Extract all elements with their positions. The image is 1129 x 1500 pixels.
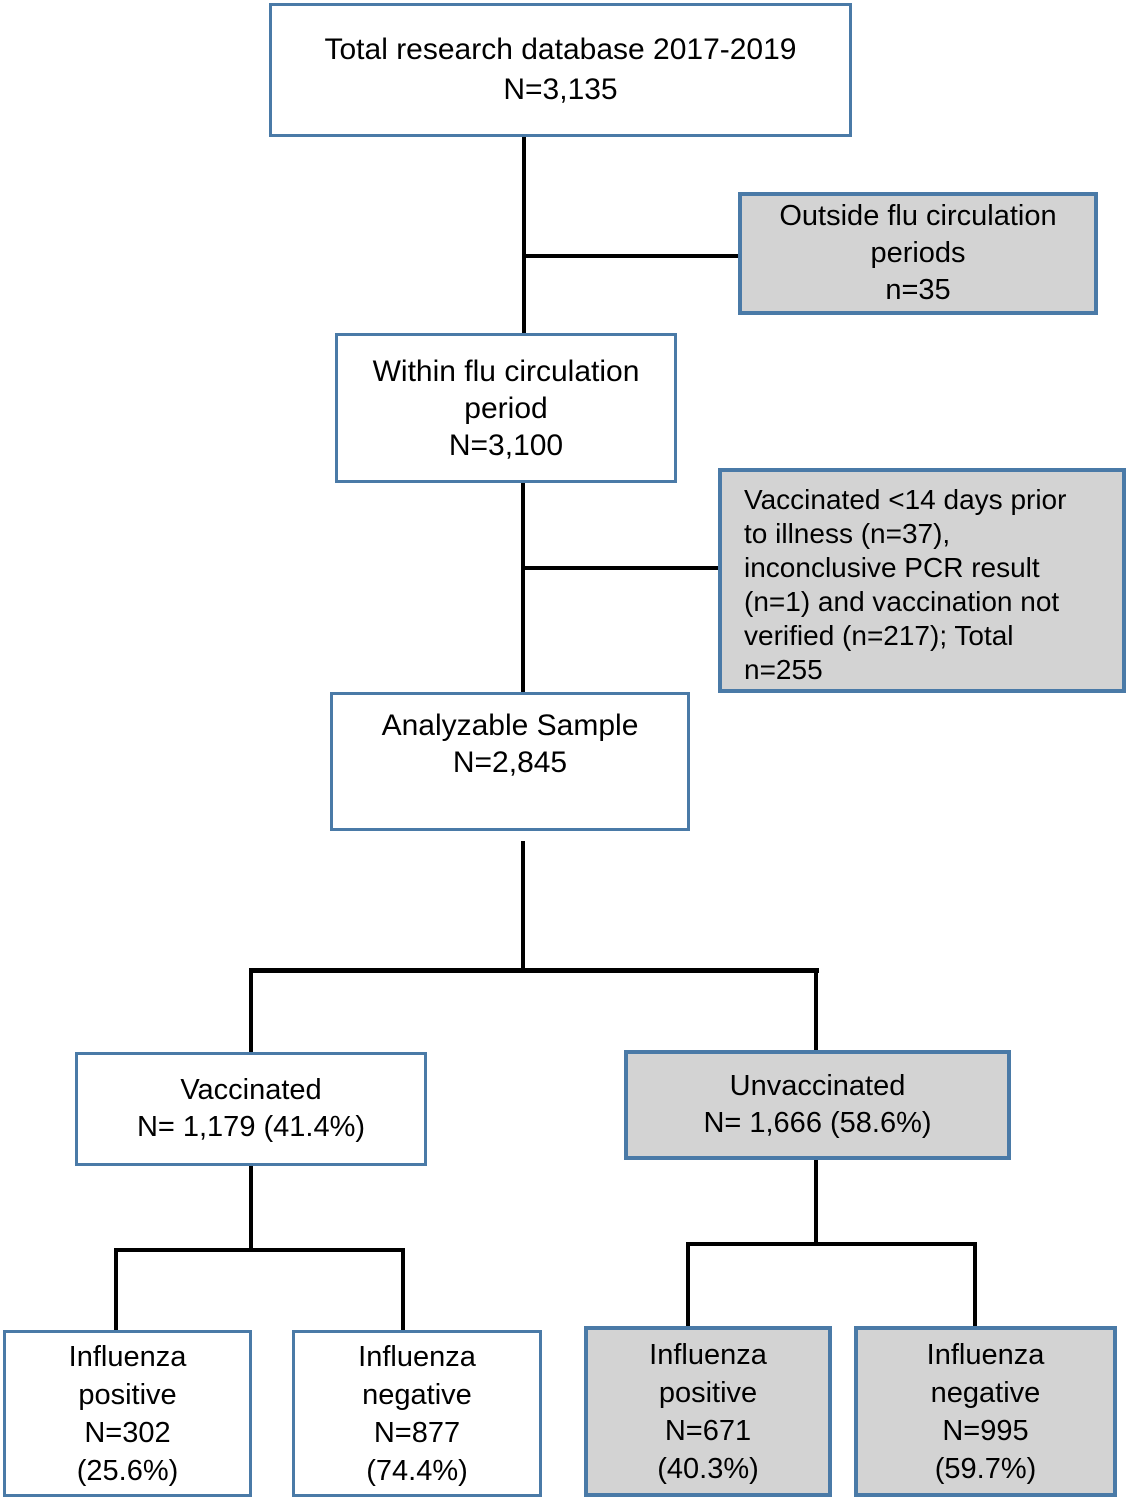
box-text-line: positive [658,1376,758,1409]
box-text-line: Vaccinated <14 days prior [744,484,1067,515]
box-text-line: N=995 [942,1414,1029,1447]
box-text-line: Influenza [926,1338,1045,1371]
box-text-line: Vaccinated [180,1074,322,1106]
box-text-line: (25.6%) [76,1454,179,1487]
box-text-line: (n=1) and vaccination not [744,586,1060,617]
box-text-line: Unvaccinated [729,1070,906,1102]
box-text-line: negative [362,1378,472,1411]
box-text-line: N= 1,179 (41.4%) [136,1111,366,1143]
box-excluded-reasons: Vaccinated <14 days prior to illness (n=… [718,468,1126,693]
connector-split-vaccination [249,968,819,973]
box-text-line: N=3,135 [503,73,618,106]
connector-split-unvaccinated-results [686,1242,977,1246]
box-unvaccinated-influenza-negative: Influenza negative N=995 (59.7%) [854,1326,1117,1497]
box-vaccinated-influenza-negative: Influenza negative N=877 (74.4%) [292,1330,542,1497]
connector-drop-vaccinated [249,968,253,1052]
box-text-line: (59.7%) [934,1452,1037,1485]
box-text-line: N= 1,666 (58.6%) [703,1107,932,1139]
box-total-database: Total research database 2017-2019 N=3,13… [269,3,852,137]
box-text-line: n=35 [885,274,951,306]
connector-drop-vaccinated-positive [114,1248,118,1330]
box-text-line: Within flu circulation [372,354,640,388]
connector-unvaccinated-down [814,1160,818,1246]
box-outside-flu-periods: Outside flu circulation periods n=35 [738,192,1098,315]
box-text-line: Analyzable Sample [381,709,639,742]
box-text-line: n=255 [744,654,823,685]
box-unvaccinated-influenza-positive: Influenza positive N=671 (40.3%) [584,1326,832,1497]
connector-branch-excluded [521,566,720,570]
box-text-line: (74.4%) [366,1454,468,1487]
connector-branch-outside-periods [522,254,738,258]
box-vaccinated-influenza-positive: Influenza positive N=302 (25.6%) [3,1330,252,1497]
box-text-line: Influenza [649,1338,767,1371]
box-text-line: Outside flu circulation [779,200,1057,232]
connector-drop-vaccinated-negative [401,1248,405,1330]
connector-within-to-analyzable [521,483,525,692]
box-text-line: period [464,391,548,425]
box-text-line: periods [870,237,966,269]
connector-total-to-within [522,137,526,333]
box-text-line: Influenza [68,1340,187,1373]
box-vaccinated: Vaccinated N= 1,179 (41.4%) [75,1052,427,1166]
box-text-line: N=3,100 [448,428,564,462]
box-text-line: Total research database 2017-2019 [324,33,797,66]
connector-split-vaccinated-results [114,1248,405,1252]
box-text-line: positive [78,1378,177,1411]
box-unvaccinated: Unvaccinated N= 1,666 (58.6%) [624,1050,1011,1160]
box-text-line: Influenza [358,1340,476,1373]
box-text-line: N=302 [84,1416,171,1449]
box-text-line: N=671 [664,1414,752,1447]
box-text-line: (40.3%) [657,1452,759,1485]
connector-drop-unvaccinated-negative [973,1242,977,1326]
box-text-line: inconclusive PCR result [744,552,1040,583]
box-text-line: verified (n=217); Total [744,620,1014,651]
box-analyzable-sample: Analyzable Sample N=2,845 [330,692,690,831]
box-text-line: to illness (n=37), [744,518,951,549]
connector-vaccinated-down [249,1166,253,1252]
connector-analyzable-down [521,841,525,972]
connector-drop-unvaccinated [814,968,818,1050]
box-text-line: N=877 [373,1416,461,1449]
box-text-line: N=2,845 [452,746,568,779]
connector-drop-unvaccinated-positive [686,1242,690,1326]
box-text-line: negative [930,1376,1041,1409]
box-within-flu-period: Within flu circulation period N=3,100 [335,333,677,483]
